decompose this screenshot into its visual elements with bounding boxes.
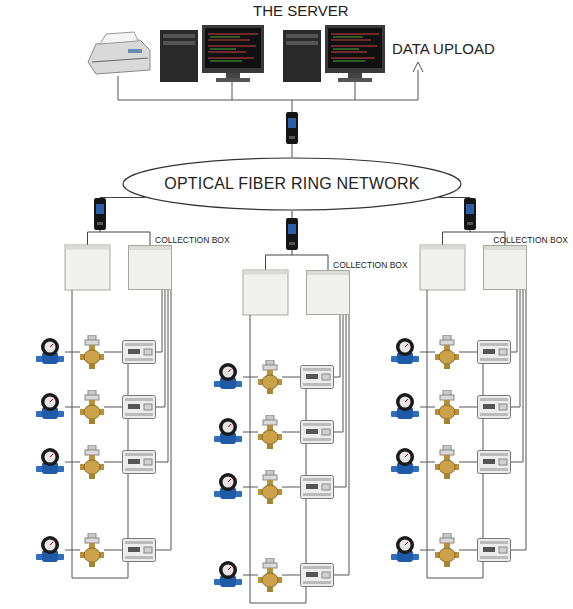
pc-tower bbox=[160, 30, 198, 82]
network-ellipse: OPTICAL FIBER RING NETWORK bbox=[122, 157, 462, 211]
box-heading: COLLECTION BOX bbox=[155, 235, 230, 245]
screen-lines bbox=[210, 37, 242, 61]
monitor-base bbox=[216, 78, 250, 82]
pc-tower bbox=[283, 30, 321, 82]
pc-drive bbox=[163, 41, 195, 45]
monitor-screen bbox=[328, 28, 382, 68]
printer-paper bbox=[100, 32, 138, 44]
server-bus bbox=[118, 76, 418, 157]
fiber-link bbox=[100, 198, 150, 246]
meter-group bbox=[214, 270, 349, 603]
printer-slot bbox=[92, 58, 148, 62]
box-lid bbox=[484, 246, 526, 250]
meter-group bbox=[391, 245, 526, 578]
media-converter bbox=[286, 112, 298, 144]
box-lid bbox=[307, 271, 349, 275]
box-heading: COLLECTION BOX bbox=[493, 235, 568, 245]
collection-box: COLLECTION BOX bbox=[306, 270, 350, 315]
upload-arrow-shaft bbox=[418, 70, 419, 100]
upload-label: DATA UPLOAD bbox=[392, 40, 495, 57]
computer bbox=[283, 25, 385, 82]
monitor-base bbox=[338, 78, 372, 82]
printer bbox=[88, 32, 150, 74]
collection-box: COLLECTION BOX bbox=[483, 245, 527, 290]
box-heading: COLLECTION BOX bbox=[333, 260, 408, 270]
computer bbox=[160, 25, 264, 82]
media-converter bbox=[94, 198, 106, 230]
pc-drive bbox=[163, 34, 195, 38]
upload-arrow-head bbox=[413, 62, 423, 72]
screen-lines bbox=[331, 34, 379, 58]
box-lid bbox=[129, 246, 171, 250]
pc-drive bbox=[286, 41, 318, 45]
monitor bbox=[325, 25, 385, 73]
media-converter bbox=[286, 218, 298, 250]
printer-panel bbox=[128, 49, 142, 53]
screen-lines bbox=[208, 34, 258, 58]
network-label: OPTICAL FIBER RING NETWORK bbox=[164, 175, 419, 193]
media-converter bbox=[464, 198, 476, 230]
printer-body bbox=[88, 40, 150, 74]
monitor bbox=[202, 25, 264, 73]
server-heading: THE SERVER bbox=[253, 2, 349, 19]
collection-box: COLLECTION BOX bbox=[128, 245, 172, 290]
pc-drive bbox=[286, 34, 318, 38]
screen-lines bbox=[333, 37, 365, 61]
monitor-stand bbox=[226, 73, 240, 78]
monitor-screen bbox=[205, 28, 261, 68]
ellipse-shape bbox=[123, 158, 461, 210]
meter-group bbox=[36, 245, 171, 578]
monitor-stand bbox=[348, 73, 362, 78]
